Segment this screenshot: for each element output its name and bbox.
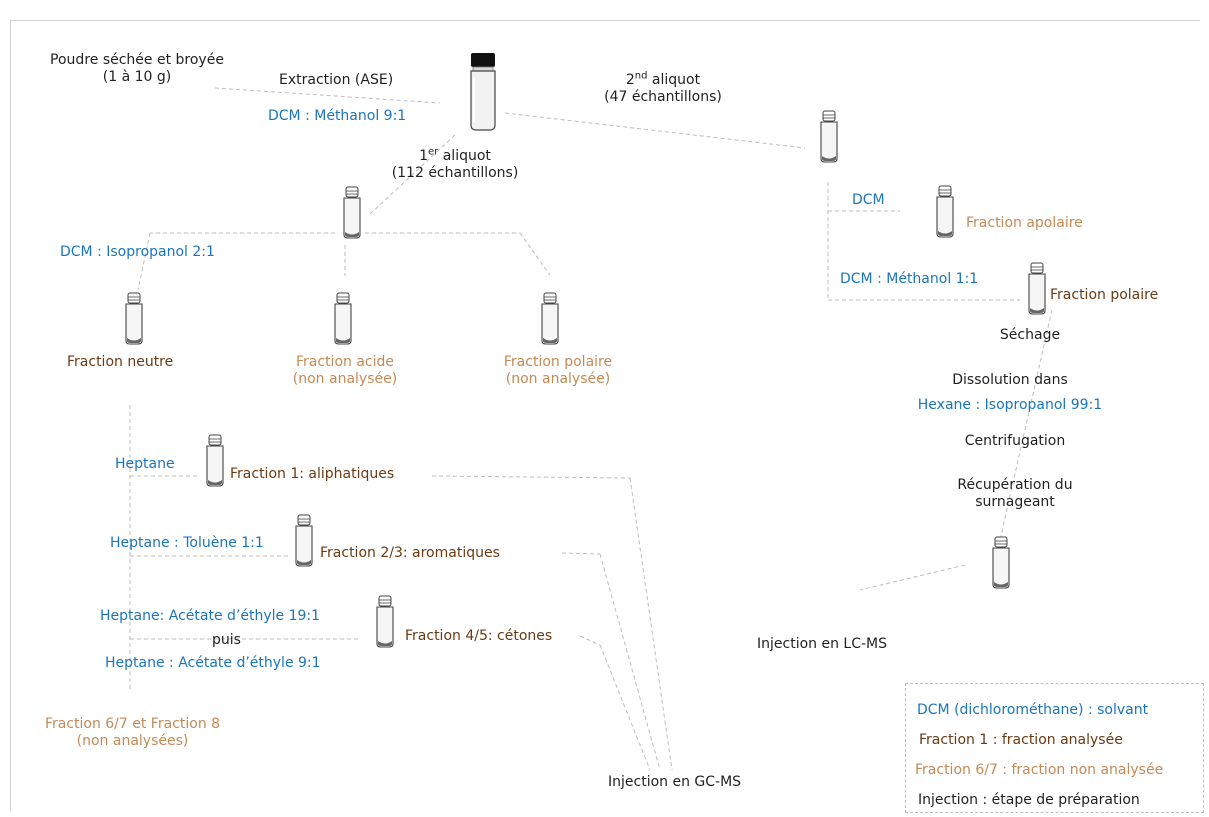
diagram-frame	[10, 20, 1200, 811]
link-main-aliquot1	[369, 134, 456, 215]
heptane-solvent: Heptane	[115, 456, 175, 472]
link-lcms	[859, 564, 966, 591]
aliquot2-label: 2nd aliquot (47 échantillons)	[578, 70, 748, 106]
aliquot2-word: aliquot	[647, 72, 701, 88]
link-sample-extraction	[214, 87, 441, 104]
link-f1-gcms-b	[629, 477, 673, 771]
apolar-vial-icon	[936, 185, 954, 238]
heptane-toluene-solvent: Heptane : Toluène 1:1	[110, 535, 264, 551]
polar-left-vial-icon	[541, 292, 559, 345]
acid-vial-icon	[334, 292, 352, 345]
link-f45-gcms-a	[579, 635, 601, 646]
legend-step: Injection : étape de préparation	[918, 792, 1140, 808]
acid-fraction-line2: (non analysée)	[292, 371, 398, 387]
gcms-injection-label: Injection en GC-MS	[608, 774, 742, 790]
sample-label: Poudre séchée et broyée (1 à 10 g)	[22, 52, 252, 86]
aliquot2-vial-icon	[820, 110, 838, 163]
acid-fraction-line1: Fraction acide	[296, 354, 394, 370]
dcm-methanol-solvent: DCM : Méthanol 1:1	[840, 271, 979, 287]
fraction23-vial-icon	[295, 514, 313, 567]
recovery-line1: Récupération du	[957, 477, 1073, 493]
isopropanol-solvent: DCM : Isopropanol 2:1	[60, 244, 215, 260]
neutral-fraction-label: Fraction neutre	[67, 354, 174, 370]
aliquot2-title: 2nd aliquot	[578, 70, 748, 89]
aliquot2-suffix-sup: nd	[634, 70, 648, 82]
fraction1-label: Fraction 1: aliphatiques	[230, 466, 395, 482]
aliquot1-suffix-sup: er	[428, 146, 439, 158]
aliquot2-number: 2	[625, 72, 635, 88]
recovery-step: Récupération du surnageant	[920, 477, 1110, 511]
polar-left-line2: (non analysée)	[505, 371, 611, 387]
dissolution-step: Dissolution dans	[952, 372, 1068, 388]
link-f23-gcms-a	[561, 552, 601, 555]
sample-label-line2: (1 à 10 g)	[102, 69, 172, 85]
fraction45-vial-icon	[376, 595, 394, 648]
aliquot1-title: 1er aliquot	[360, 146, 550, 165]
fraction678-line2: (non analysées)	[76, 733, 189, 749]
aliquot1-count: (112 échantillons)	[391, 165, 519, 181]
fraction678-label: Fraction 6/7 et Fraction 8 (non analysée…	[20, 716, 245, 750]
link-a1-right-down	[519, 232, 551, 276]
legend-analyzed: Fraction 1 : fraction analysée	[919, 732, 1123, 748]
aliquot1-number: 1	[419, 148, 429, 164]
hexane-solvent: Hexane : Isopropanol 99:1	[917, 397, 1103, 413]
polar-right-vial-icon	[1028, 262, 1046, 315]
puis-label: puis	[212, 632, 241, 648]
dcm-solvent: DCM	[852, 192, 885, 208]
drying-step: Séchage	[999, 327, 1061, 343]
fraction45-label: Fraction 4/5: cétones	[405, 628, 553, 644]
fraction678-line1: Fraction 6/7 et Fraction 8	[44, 716, 221, 732]
link-f23-gcms-b	[599, 553, 661, 771]
legend-not-analyzed: Fraction 6/7 : fraction non analysée	[915, 762, 1164, 778]
aliquot2-count: (47 échantillons)	[604, 89, 722, 105]
neutral-vial-icon	[125, 292, 143, 345]
aliquot1-vial-icon	[343, 186, 361, 239]
lcms-injection-label: Injection en LC-MS	[757, 636, 887, 652]
extraction-label: Extraction (ASE)	[279, 72, 394, 88]
centrifugation-step: Centrifugation	[964, 433, 1066, 449]
acid-fraction-label: Fraction acide (non analysée)	[270, 354, 420, 388]
link-f45-gcms-b	[599, 644, 651, 771]
recovery-line2: surnageant	[975, 494, 1055, 510]
aliquot1-word: aliquot	[438, 148, 491, 164]
legend-solvent: DCM (dichlorométhane) : solvant	[917, 702, 1149, 718]
link-polar-down	[999, 309, 1053, 541]
heptane-acetate-9-solvent: Heptane : Acétate d’éthyle 9:1	[105, 655, 321, 671]
polar-right-fraction-label: Fraction polaire	[1050, 287, 1159, 303]
fraction1-vial-icon	[206, 434, 224, 487]
link-a1-left-down	[137, 232, 151, 291]
polar-left-line1: Fraction polaire	[503, 354, 613, 370]
apolar-fraction-label: Fraction apolaire	[966, 215, 1083, 231]
aliquot1-label: 1er aliquot (112 échantillons)	[360, 146, 550, 182]
fraction23-label: Fraction 2/3: aromatiques	[320, 545, 500, 561]
link-main-aliquot2	[504, 112, 806, 149]
polar-left-fraction-label: Fraction polaire (non analysée)	[478, 354, 638, 388]
sample-label-line1: Poudre séchée et broyée	[50, 52, 224, 68]
heptane-acetate-19-solvent: Heptane: Acétate d’éthyle 19:1	[100, 608, 321, 624]
legend	[905, 683, 1204, 813]
extraction-solvent: DCM : Méthanol 9:1	[268, 108, 407, 124]
supernatant-vial-icon	[992, 536, 1010, 589]
link-f1-gcms-a	[431, 475, 631, 479]
main-vial-icon	[470, 53, 496, 131]
